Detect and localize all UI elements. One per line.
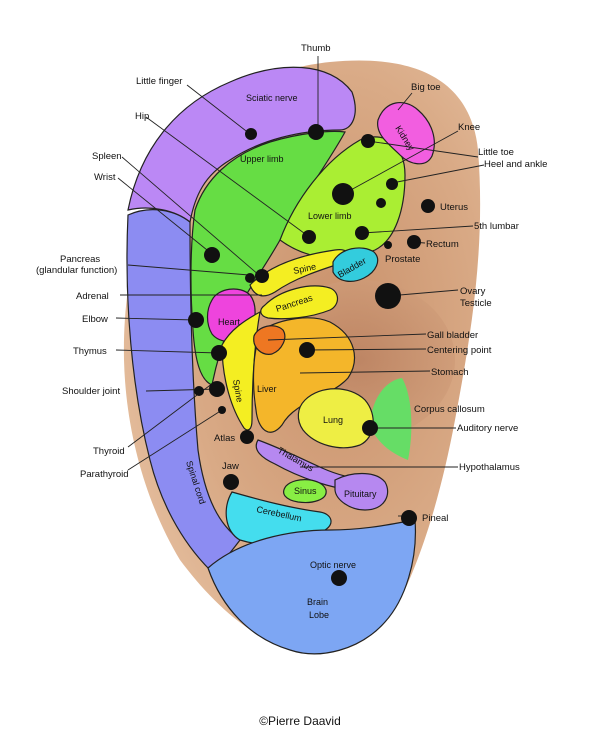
label-jaw: Jaw xyxy=(222,461,239,472)
label-thyroid: Thyroid xyxy=(93,446,125,457)
sinus-region xyxy=(283,479,327,504)
label-spine-lower: Spine xyxy=(231,379,245,403)
label-big-toe: Big toe xyxy=(411,82,441,93)
reflex-points xyxy=(188,124,435,586)
label-adrenal: Adrenal xyxy=(76,291,109,302)
sciatic-nerve-region xyxy=(127,66,356,224)
label-lower-limb: Lower limb xyxy=(308,211,352,221)
label-elbow: Elbow xyxy=(82,314,108,325)
spine-band-lower xyxy=(221,310,261,431)
label-optic-nerve: Optic nerve xyxy=(310,560,356,570)
label-brain: Brain xyxy=(307,597,328,607)
label-uterus: Uterus xyxy=(440,202,468,213)
label-sinus: Sinus xyxy=(294,486,317,496)
label-hypothalamus: Hypothalamus xyxy=(459,462,520,473)
label-parathyroid: Parathyroid xyxy=(80,469,129,480)
label-corpus-callosum: Corpus callosum xyxy=(414,404,485,415)
label-lung: Lung xyxy=(323,415,343,425)
label-heel-and-ankle: Heel and ankle xyxy=(484,159,547,170)
label-centering-point: Centering point xyxy=(427,345,492,356)
label-little-finger: Little finger xyxy=(136,76,182,87)
label-spleen: Spleen xyxy=(92,151,122,162)
label-pituitary: Pituitary xyxy=(344,489,377,499)
pituitary-region xyxy=(334,472,389,511)
label-prostate: Prostate xyxy=(385,254,420,265)
label-thymus: Thymus xyxy=(73,346,107,357)
bladder-region xyxy=(332,247,379,282)
label-pineal: Pineal xyxy=(422,513,448,524)
brain-lobe-region xyxy=(207,519,417,655)
label-pancreas-gland: Pancreas xyxy=(60,254,100,265)
label-ovary: Ovary xyxy=(460,286,486,297)
label-pancreas-gland-note: (glandular function) xyxy=(36,265,117,276)
label-5th-lumbar: 5th lumbar xyxy=(474,221,519,232)
pancreas-region xyxy=(260,285,339,320)
label-thumb: Thumb xyxy=(301,43,331,54)
label-little-toe: Little toe xyxy=(478,147,514,158)
label-stomach: Stomach xyxy=(431,367,469,378)
label-gall-bladder: Gall bladder xyxy=(427,330,478,341)
label-rectum: Rectum xyxy=(426,239,459,250)
corpus-callosum-region xyxy=(370,378,412,460)
label-knee: Knee xyxy=(458,122,480,133)
leader-lines xyxy=(115,56,485,517)
label-testicle: Testicle xyxy=(460,298,492,309)
label-liver: Liver xyxy=(257,384,277,394)
label-shoulder-joint: Shoulder joint xyxy=(62,386,120,397)
lung-region xyxy=(297,388,374,449)
label-lobe: Lobe xyxy=(309,610,329,620)
label-upper-limb: Upper limb xyxy=(240,154,284,164)
copyright-credit: ©Pierre Daavid xyxy=(259,714,341,728)
label-sciatic-nerve: Sciatic nerve xyxy=(246,93,298,103)
label-spine-upper: Spine xyxy=(292,261,317,276)
label-heart: Heart xyxy=(218,317,241,327)
label-atlas: Atlas xyxy=(214,433,235,444)
label-hip: Hip xyxy=(135,111,149,122)
label-auditory-nerve: Auditory nerve xyxy=(457,423,518,434)
label-wrist: Wrist xyxy=(94,172,116,183)
